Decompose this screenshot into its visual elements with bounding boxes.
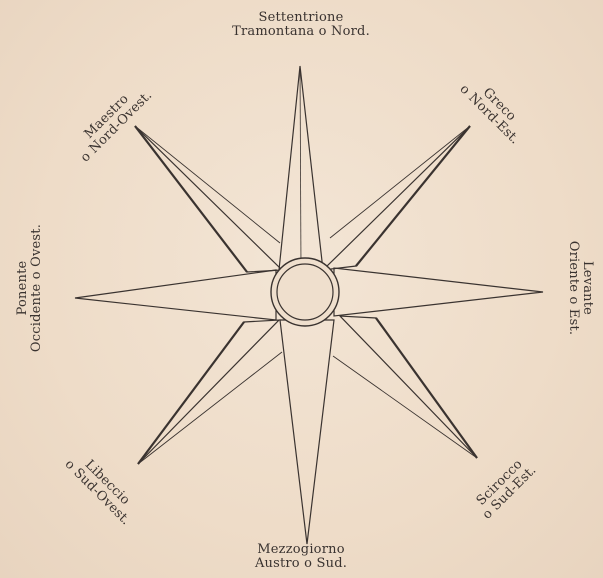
label-north: Settentrione Tramontana o Nord. xyxy=(201,11,401,39)
label-south: Mezzogiorno Austro o Sud. xyxy=(201,543,401,571)
label-south-line2: Austro o Sud. xyxy=(201,557,401,571)
label-east-line2: Oriente o Est. xyxy=(566,218,580,358)
southwest-point xyxy=(138,320,279,464)
label-east: Levante Oriente o Est. xyxy=(566,218,594,358)
label-west-line2: Occidente o Ovest. xyxy=(30,208,44,368)
southeast-point xyxy=(340,316,477,458)
label-west-line1: Ponente xyxy=(16,208,30,368)
northeast-point xyxy=(323,126,470,270)
west-point xyxy=(75,270,276,320)
label-east-line1: Levante xyxy=(580,218,594,358)
northwest-point xyxy=(135,126,282,272)
label-west: Ponente Occidente o Ovest. xyxy=(16,208,44,368)
label-north-line2: Tramontana o Nord. xyxy=(201,25,401,39)
label-north-line1: Settentrione xyxy=(201,11,401,25)
south-point xyxy=(280,320,334,544)
east-point xyxy=(334,268,543,316)
center-ring-inner xyxy=(277,264,333,320)
label-south-line1: Mezzogiorno xyxy=(201,543,401,557)
